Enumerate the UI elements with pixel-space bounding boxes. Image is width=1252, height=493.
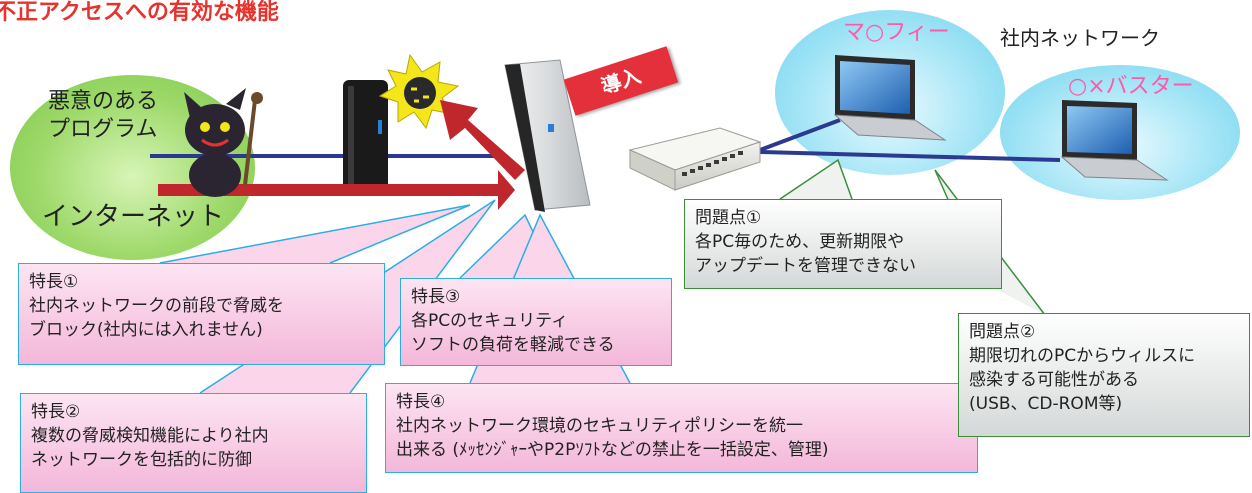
feature-callout-2: 特長② 複数の脅威検知機能により社内 ネットワークを包括的に防御: [20, 393, 367, 493]
feature-callout-4: 特長④ 社内ネットワーク環境のセキュリティポリシーを統一 出来る (ﾒｯｾﾝｼﾞ…: [385, 383, 978, 473]
pc-right-label: ○×バスター: [1068, 74, 1194, 99]
problem-title: 問題点②: [969, 322, 1036, 342]
feature-callout-1: 特長① 社内ネットワークの前段で脅威を ブロック(社内には入れません): [18, 263, 385, 365]
malware-devil-icon: [184, 88, 263, 197]
feature-text: 各PCのセキュリティ: [411, 311, 569, 331]
internet-label: インターネット: [42, 202, 225, 232]
feature-callout-3: 特長③ 各PCのセキュリティ ソフトの負荷を軽減できる: [400, 278, 672, 366]
switch-hub: [628, 127, 762, 191]
problem-text: 各PC毎のため、更新期限や: [695, 232, 905, 252]
feature-title: 特長②: [31, 402, 81, 422]
feature-text: 社内ネットワークの前段で脅威を: [29, 296, 284, 316]
feature-title: 特長③: [411, 287, 461, 307]
cloud-left-label-line1: 悪意のある: [48, 89, 159, 114]
problem1-pointer: [779, 158, 853, 200]
feature-text: ブロック(社内には入れません): [29, 320, 263, 340]
feature1-pointer: [159, 204, 471, 264]
laptop-icon: [833, 55, 947, 141]
attack-arrow: [158, 170, 515, 210]
problem-title: 問題点①: [695, 208, 762, 228]
block-arrow: [440, 100, 525, 180]
feature-title: 特長①: [29, 272, 79, 292]
router-device: [343, 80, 388, 190]
cloud-left-label-line2: プログラム: [48, 117, 158, 142]
problem-text: 期限切れのPCからウィルスに: [969, 346, 1196, 366]
feature-text: ネットワークを包括的に防御: [31, 450, 252, 470]
problem-text: 感染する可能性がある: [969, 370, 1139, 390]
feature-text: 出来る (ﾒｯｾﾝｼﾞｬｰやP2Pｿﾌﾄなどの禁止を一括設定、管理): [396, 440, 829, 460]
problem-text: アップデートを管理できない: [695, 256, 916, 276]
problem-text: (USB、CD-ROM等): [969, 394, 1123, 414]
network-label: 社内ネットワーク: [1000, 26, 1160, 50]
feature-text: 複数の脅威検知機能により社内: [31, 426, 269, 446]
page-title: 不正アクセスへの有効な機能: [0, 0, 279, 25]
feature-text: ソフトの負荷を軽減できる: [411, 335, 615, 355]
network-line: [759, 150, 1061, 162]
utm-appliance: [504, 59, 591, 212]
network-line: [759, 118, 841, 152]
feature-text: 社内ネットワーク環境のセキュリティポリシーを統一: [396, 416, 803, 436]
problem-callout-1: 問題点① 各PC毎のため、更新期限や アップデートを管理できない: [684, 199, 1002, 289]
feature-title: 特長④: [396, 392, 446, 412]
pc-top-label: マ○フィー: [843, 20, 950, 45]
problem-callout-2: 問題点② 期限切れのPCからウィルスに 感染する可能性がある (USB、CD-R…: [958, 313, 1250, 437]
laptop-icon: [1060, 100, 1169, 181]
